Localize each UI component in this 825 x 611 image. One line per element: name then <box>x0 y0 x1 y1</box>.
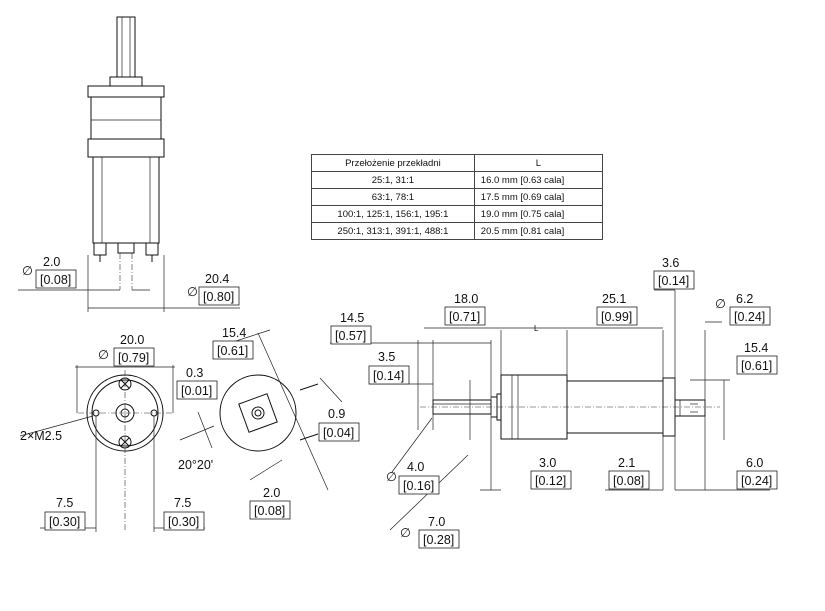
table-row: 100:1, 125:1, 156:1, 195:1 19.0 mm [0.75… <box>311 205 604 223</box>
l-marker: L <box>534 324 539 333</box>
len-30-mm: 3.0 <box>539 456 556 470</box>
len-145-mm: 14.5 <box>340 311 364 325</box>
dia-40-in: [0.16] <box>403 479 434 493</box>
table-header-l: L <box>473 154 604 172</box>
table-cell-ratio: 63:1, 78:1 <box>311 188 475 206</box>
len-154-in: [0.61] <box>741 359 772 373</box>
dia-62-in: [0.24] <box>734 310 765 324</box>
dia-70-in: [0.28] <box>423 533 454 547</box>
screw-label: 2×M2.5 <box>20 429 62 443</box>
table-cell-ratio: 100:1, 125:1, 156:1, 195:1 <box>311 205 475 223</box>
rear-tab-mm: 2.0 <box>263 486 280 500</box>
side-view-horizontal <box>330 289 770 531</box>
side-top-width-symbol: ∅ <box>187 285 198 299</box>
rear-offset-in: [0.01] <box>181 384 212 398</box>
front-dia-mm: 20.0 <box>120 333 144 347</box>
dia-40-mm: 4.0 <box>407 460 424 474</box>
table-cell-length: 20.5 mm [0.81 cala] <box>473 222 604 240</box>
side-top-dia-in: [0.08] <box>40 273 71 287</box>
table-header-row: Przełożenie przekładni L <box>311 154 604 172</box>
table-cell-length: 16.0 mm [0.63 cala] <box>473 171 604 189</box>
len-36-mm: 3.6 <box>662 256 679 270</box>
hole-right-mm: 7.5 <box>174 496 191 510</box>
hole-left-mm: 7.5 <box>56 496 73 510</box>
len-60-mm: 6.0 <box>746 456 763 470</box>
dia-62-mm: 6.2 <box>736 292 753 306</box>
rear-width-mm: 15.4 <box>222 326 246 340</box>
table-header-ratio: Przełożenie przekładni <box>311 154 475 172</box>
table-cell-ratio: 25:1, 31:1 <box>311 171 475 189</box>
dia-40-symbol: ∅ <box>386 470 397 484</box>
len-251-mm: 25.1 <box>602 292 626 306</box>
len-21-in: [0.08] <box>613 474 644 488</box>
dia-62-symbol: ∅ <box>715 297 726 311</box>
len-30-in: [0.12] <box>535 474 566 488</box>
dia-70-mm: 7.0 <box>428 515 445 529</box>
len-180-in: [0.71] <box>449 310 480 324</box>
table-cell-ratio: 250:1, 313:1, 391:1, 488:1 <box>311 222 475 240</box>
side-top-dia-mm: 2.0 <box>43 255 60 269</box>
side-top-dia-symbol: ∅ <box>22 264 33 278</box>
table-row: 63:1, 78:1 17.5 mm [0.69 cala] <box>311 188 604 206</box>
side-top-width-in: [0.80] <box>203 290 234 304</box>
rear-view <box>179 329 343 491</box>
rear-angle: 20°20' <box>178 458 213 472</box>
len-60-in: [0.24] <box>741 474 772 488</box>
table-cell-length: 19.0 mm [0.75 cala] <box>473 205 604 223</box>
len-154-mm: 15.4 <box>744 341 768 355</box>
gear-ratio-table: Przełożenie przekładni L 25:1, 31:1 16.0… <box>311 154 604 240</box>
front-dia-symbol: ∅ <box>98 348 109 362</box>
front-view <box>19 365 205 532</box>
len-145-in: [0.57] <box>335 329 366 343</box>
table-cell-length: 17.5 mm [0.69 cala] <box>473 188 604 206</box>
table-row: 250:1, 313:1, 391:1, 488:1 20.5 mm [0.81… <box>311 222 604 240</box>
hole-left-in: [0.30] <box>49 515 80 529</box>
rear-09-in: [0.04] <box>323 426 354 440</box>
side-top-width-mm: 20.4 <box>205 272 229 286</box>
front-dia-in: [0.79] <box>118 351 149 365</box>
rear-offset-mm: 0.3 <box>186 366 203 380</box>
len-35-mm: 3.5 <box>378 350 395 364</box>
side-view-vertical <box>18 16 240 312</box>
len-35-in: [0.14] <box>373 369 404 383</box>
dia-70-symbol: ∅ <box>400 526 411 540</box>
len-180-mm: 18.0 <box>454 292 478 306</box>
len-21-mm: 2.1 <box>618 456 635 470</box>
rear-width-in: [0.61] <box>217 344 248 358</box>
hole-right-in: [0.30] <box>168 515 199 529</box>
len-36-in: [0.14] <box>658 274 689 288</box>
rear-tab-in: [0.08] <box>254 504 285 518</box>
rear-09-mm: 0.9 <box>328 407 345 421</box>
len-251-in: [0.99] <box>601 310 632 324</box>
table-row: 25:1, 31:1 16.0 mm [0.63 cala] <box>311 171 604 189</box>
